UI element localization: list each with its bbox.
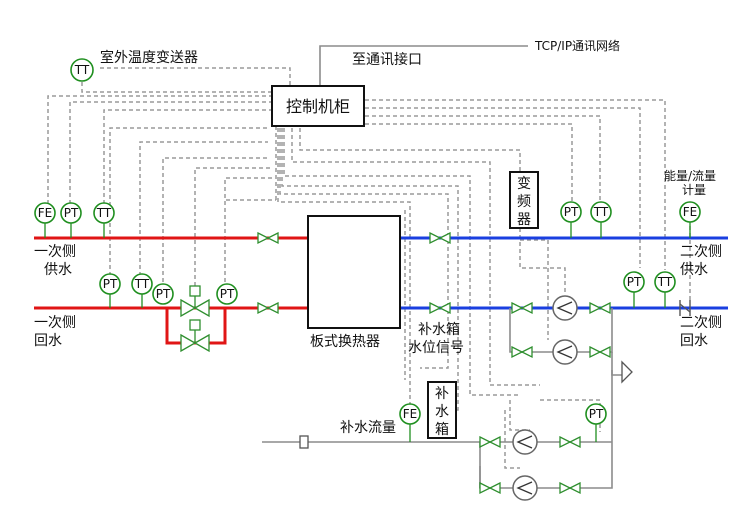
makeup-tank-label-2: 水 <box>435 404 449 420</box>
valve-pump2-in <box>511 345 533 359</box>
svg-text:PT: PT <box>103 277 118 291</box>
instrument-pt-valve-out: PT <box>216 283 238 305</box>
primary-return-label-1: 一次侧 <box>34 315 76 331</box>
instrument-fe-energy: FE <box>679 201 701 238</box>
check-valve-bypass <box>621 360 633 384</box>
control-cabinet-label: 控制机柜 <box>286 97 350 116</box>
circulation-pump-1 <box>552 295 578 321</box>
inverter-label-2: 频 <box>517 194 531 210</box>
strainer-secondary-return <box>679 300 691 316</box>
svg-text:FE: FE <box>403 407 417 421</box>
valve-pump1-out <box>589 301 611 315</box>
circulation-pump-2 <box>552 339 578 365</box>
control-cabinet-box <box>271 85 365 127</box>
equipment-boxes: 控制机柜 变 频 器 补 水 箱 <box>271 85 539 439</box>
valve-makeup-2 <box>559 435 581 449</box>
control-valve-2 <box>180 319 210 353</box>
makeup-pump-2 <box>512 475 538 501</box>
svg-text:PT: PT <box>589 407 604 421</box>
instrument-pt-primary-supply: PT <box>60 202 82 238</box>
comm-lines <box>319 45 528 86</box>
instrument-tt-secondary-return: TT <box>654 271 676 308</box>
valve-makeup-1 <box>479 435 501 449</box>
valve-primary-return <box>257 301 279 315</box>
svg-text:TT: TT <box>134 277 150 291</box>
valve-pump2-out <box>589 345 611 359</box>
instrument-tt-primary-supply: TT <box>93 202 115 238</box>
pumps <box>512 295 578 501</box>
primary-supply-label-2: 供水 <box>44 262 72 278</box>
secondary-supply-label-2: 供水 <box>680 262 708 278</box>
svg-text:PT: PT <box>220 287 235 301</box>
svg-text:FE: FE <box>38 206 52 220</box>
plate-hx-label: 板式换热器 <box>310 333 380 350</box>
makeup-pump-1 <box>512 429 538 455</box>
instrument-pt-valve-in: PT <box>152 283 174 305</box>
valve-primary-supply <box>257 231 279 245</box>
makeup-tank-label-1: 补 <box>435 386 449 402</box>
instrument-pt-makeup: PT <box>585 403 607 442</box>
svg-text:TT: TT <box>74 63 90 77</box>
energy-meter-label-2: 计量 <box>682 183 706 197</box>
tank-signal-label-2: 水位信号 <box>408 340 464 356</box>
makeup-tank-label-3: 箱 <box>435 422 449 438</box>
to-comm-label: 至通讯接口 <box>352 51 422 68</box>
svg-text:TT: TT <box>96 206 112 220</box>
secondary-return-label-1: 二次侧 <box>680 315 722 331</box>
inverter-label-3: 器 <box>517 212 531 228</box>
text-labels: 室外温度变送器 至通讯接口 TCP/IP通讯网络 一次侧 供水 一次侧 回水 二… <box>34 38 722 436</box>
svg-text:PT: PT <box>156 287 171 301</box>
inverter-label-1: 变 <box>517 176 531 192</box>
valves <box>180 231 691 495</box>
valve-secondary-supply <box>429 231 451 245</box>
tcpip-label: TCP/IP通讯网络 <box>534 38 620 53</box>
energy-meter-label-1: 能量/流量 <box>664 169 716 183</box>
valve-secondary-return <box>429 301 451 315</box>
inverter-box <box>509 171 539 229</box>
svg-text:PT: PT <box>564 205 579 219</box>
svg-text:FE: FE <box>683 205 697 219</box>
outdoor-temp-label: 室外温度变送器 <box>100 49 198 66</box>
instrument-fe-makeup: FE <box>399 403 421 442</box>
instrument-tt-outdoor: TT <box>70 58 94 82</box>
control-valve-1 <box>180 285 210 318</box>
valve-makeup-4 <box>559 481 581 495</box>
instrument-fe-primary-supply: FE <box>34 202 56 238</box>
svg-text:TT: TT <box>657 275 673 289</box>
instrument-pt-primary-return: PT <box>99 273 121 308</box>
svg-text:TT: TT <box>593 205 609 219</box>
primary-return-label-2: 回水 <box>34 333 62 349</box>
makeup-flowmeter <box>299 435 309 449</box>
instruments: TT FE PT TT PT TT PT PT PT TT FE PT TT F… <box>34 58 701 442</box>
valve-pump1-in <box>511 301 533 315</box>
secondary-supply-label-1: 二次侧 <box>680 244 722 260</box>
instrument-tt-primary-return: TT <box>131 273 153 308</box>
makeup-tank-box <box>427 381 457 439</box>
instrument-pt-secondary-return: PT <box>623 271 645 308</box>
instrument-pt-secondary-supply: PT <box>560 201 582 238</box>
primary-supply-label-1: 一次侧 <box>34 244 76 260</box>
secondary-return-label-2: 回水 <box>680 333 708 349</box>
valve-makeup-3 <box>479 481 501 495</box>
instrument-tt-secondary-supply: TT <box>590 201 612 238</box>
svg-text:PT: PT <box>64 206 79 220</box>
makeup-flow-label: 补水流量 <box>340 420 396 436</box>
svg-text:PT: PT <box>627 275 642 289</box>
plate-heat-exchanger-box <box>307 215 401 329</box>
tank-signal-label-1: 补水箱 <box>418 322 460 338</box>
